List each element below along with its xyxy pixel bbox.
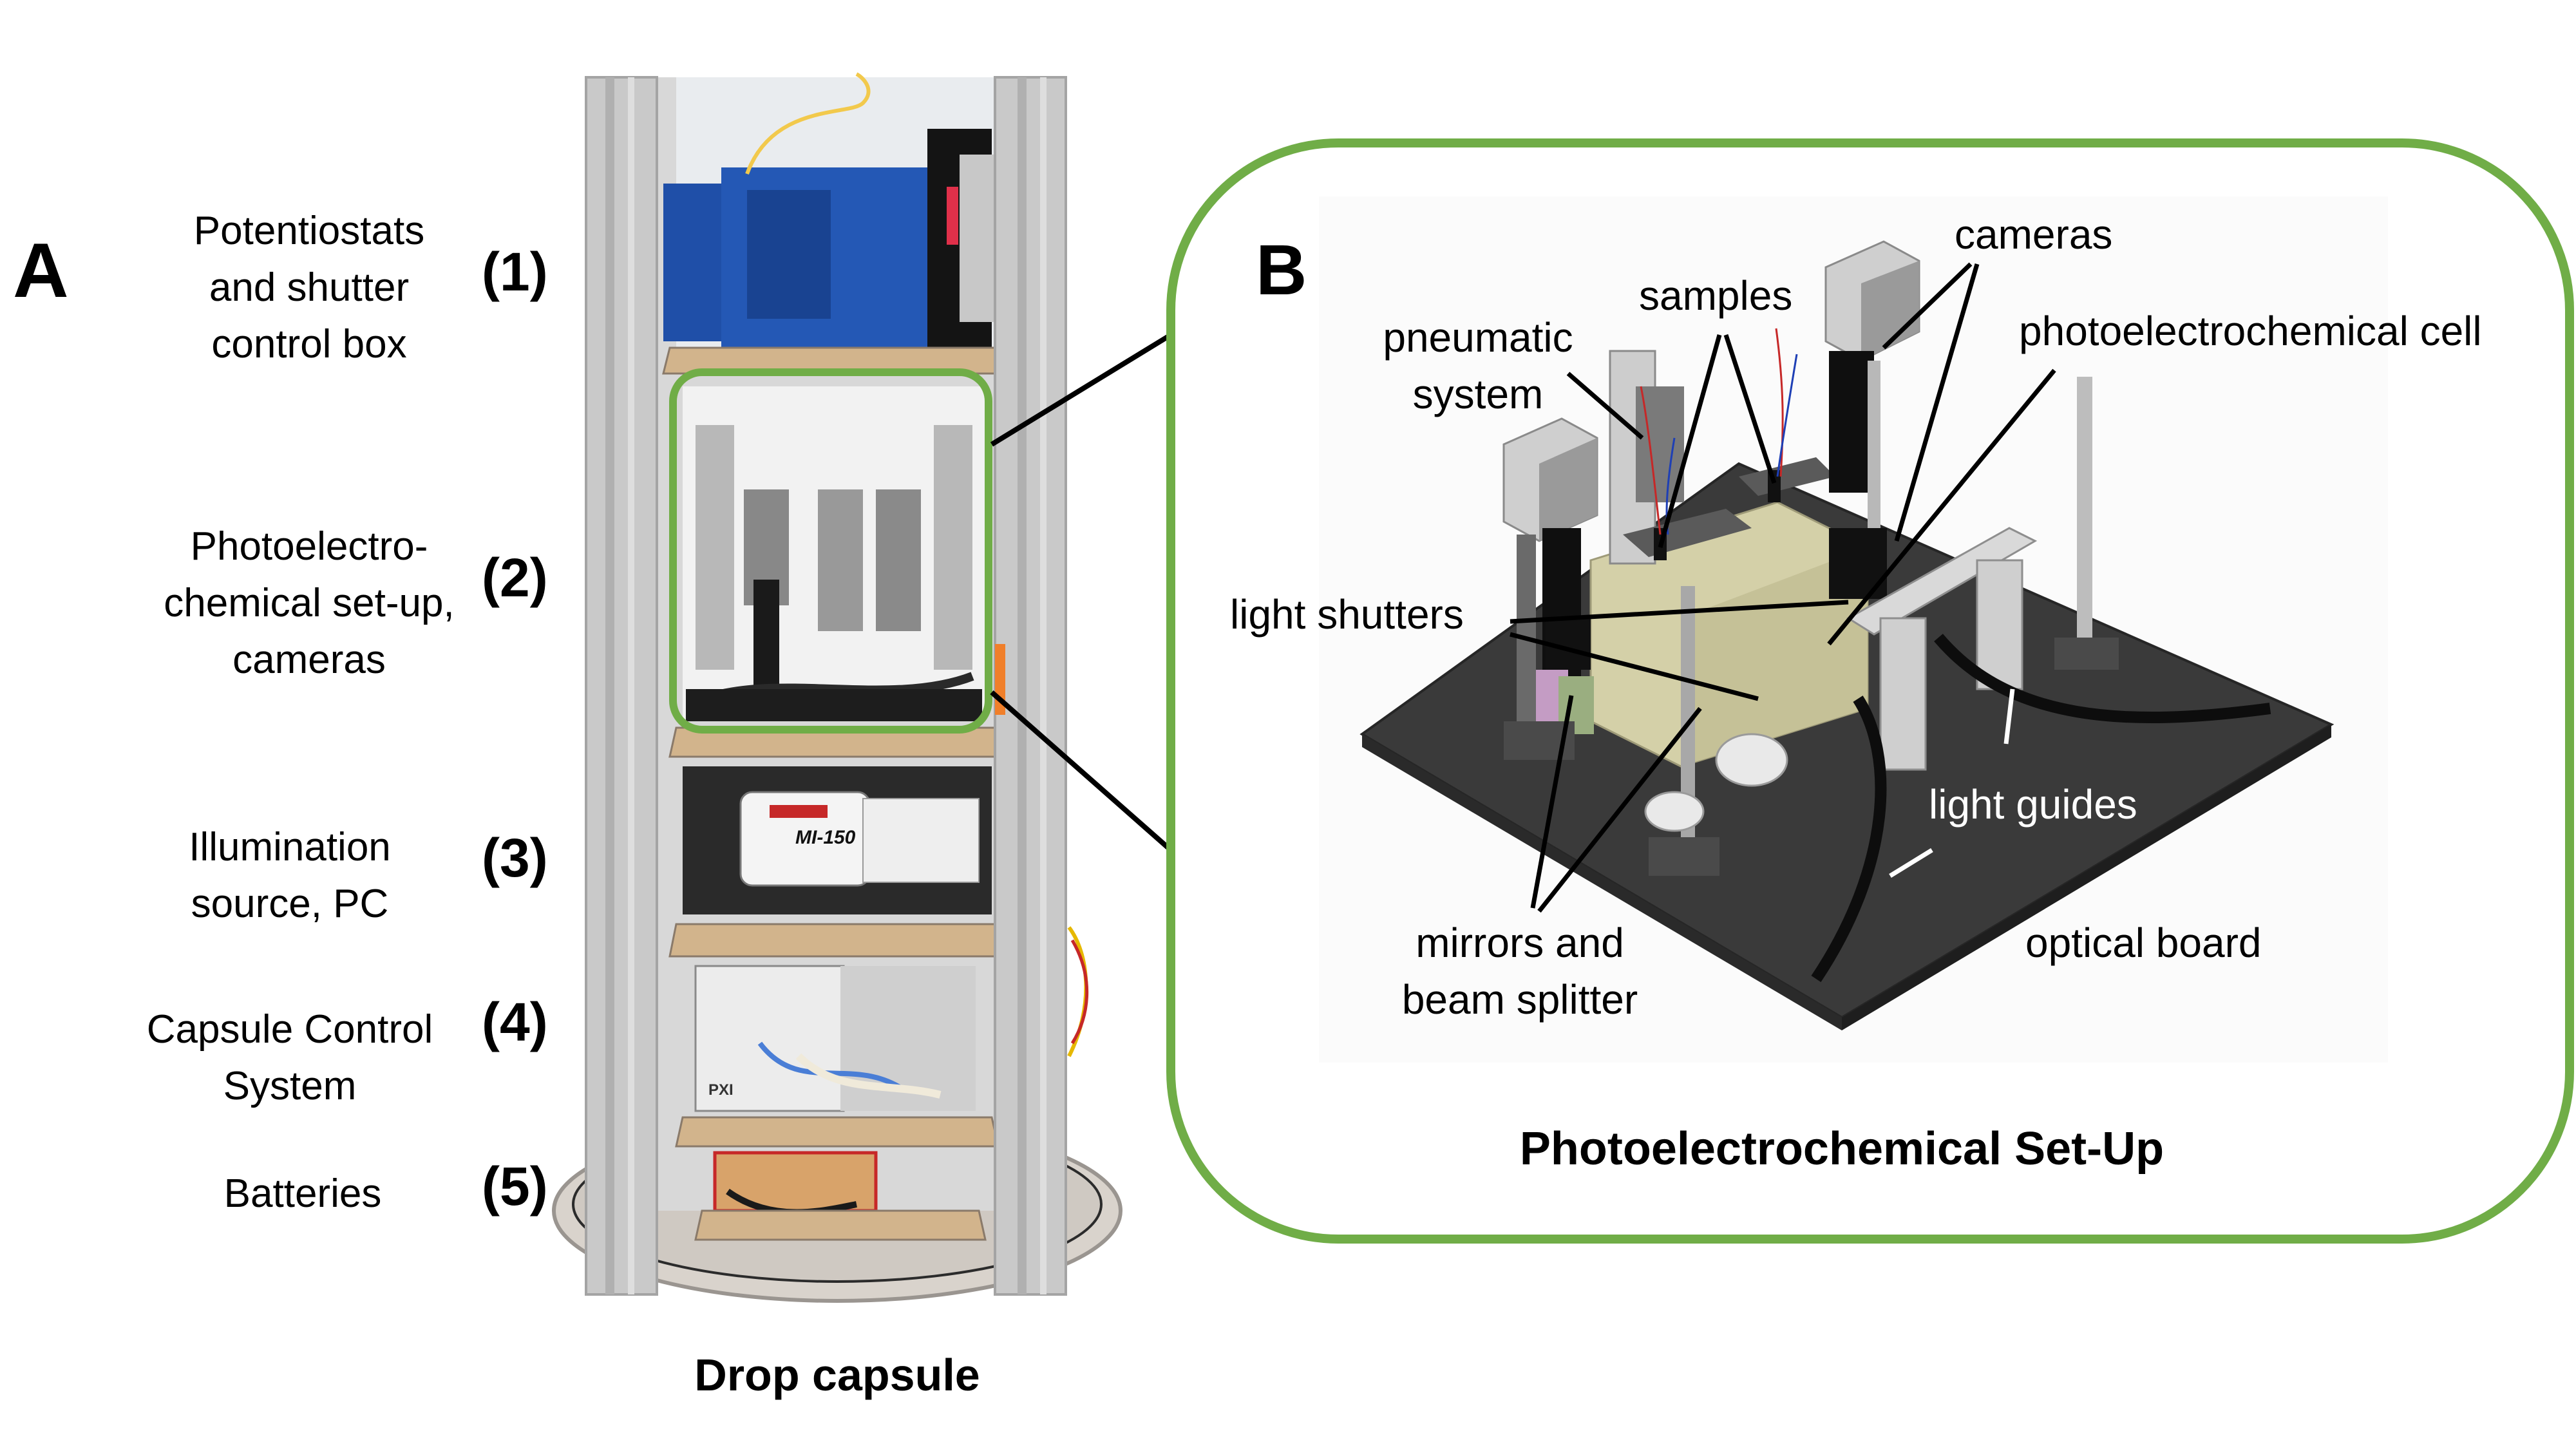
zoom-connector-top <box>990 332 1173 447</box>
callout-samples: samples <box>1639 272 1793 319</box>
callout-cameras: cameras <box>1955 211 2113 258</box>
leader-shutters <box>1510 600 1849 624</box>
callout-optical-board: optical board <box>2025 920 2262 966</box>
callout-light-shutters: light shutters <box>1230 591 1464 638</box>
label-line: chemical set-up, <box>164 581 455 625</box>
sample-holder <box>1739 457 1835 496</box>
label-line: System <box>223 1064 357 1108</box>
panel-a-caption: Drop capsule <box>694 1350 980 1400</box>
shelf-3 <box>668 923 1006 958</box>
camera-right-lens <box>1829 351 1874 493</box>
component-label-5: Batteries <box>103 1166 502 1222</box>
clamp <box>1715 733 1788 787</box>
component-number-4: (4) <box>482 992 548 1052</box>
panel-b-title: Photoelectrochemical Set-Up <box>1519 1123 2164 1175</box>
label-line: Capsule Control <box>146 1007 433 1052</box>
component-label-2: Photoelectro- chemical set-up, cameras <box>109 518 509 688</box>
component-label-1: Potentiostats and shutter control box <box>109 203 509 373</box>
leader-mirrors <box>1537 706 1702 913</box>
panel-a-letter: A <box>13 227 69 314</box>
callout-line: beam splitter <box>1401 976 1638 1023</box>
leader-pneumatic <box>1566 372 1644 440</box>
leader-light-guides <box>2003 688 2015 744</box>
label-line: Illumination <box>189 825 391 869</box>
leader-pec-cell <box>1827 368 2056 646</box>
component-label-4: Capsule Control System <box>90 1001 489 1115</box>
light-guide-holder <box>1846 527 2038 636</box>
leader-light-guides <box>1889 848 1933 878</box>
leader-shutters <box>1510 632 1759 701</box>
component-number-3: (3) <box>482 828 548 888</box>
component-number-5: (5) <box>482 1156 548 1217</box>
light-shutter-right <box>1829 528 1887 599</box>
label-line: Batteries <box>223 1171 382 1216</box>
leader-samples <box>1723 334 1777 484</box>
panel-b-letter: B <box>1256 231 1307 310</box>
light-guide-cable <box>1811 696 1887 982</box>
photo-text-pxi: PXI <box>708 1081 734 1099</box>
leader-mirrors <box>1530 695 1574 909</box>
label-line: Photoelectro- <box>190 524 428 569</box>
light-guide-cable <box>1934 634 2271 724</box>
capsule-control-pxi <box>694 965 845 1112</box>
aluminum-column-left <box>585 76 658 1296</box>
callout-mirrors-beam-splitter: mirrors and beam splitter <box>1372 914 1668 1028</box>
label-line: and shutter <box>209 265 410 310</box>
callout-line: mirrors and <box>1416 920 1624 966</box>
label-line: cameras <box>232 638 386 682</box>
shelf-5 <box>694 1209 987 1241</box>
callout-light-guides: light guides <box>1929 781 2137 828</box>
leader-cameras <box>1882 262 1973 350</box>
callout-pneumatic-system: pneumatic system <box>1368 309 1587 422</box>
aluminum-column-right <box>994 76 1067 1296</box>
component-label-3: Illumination source, PC <box>90 819 489 933</box>
component-number-2: (2) <box>482 547 548 608</box>
callout-line: pneumatic <box>1383 314 1573 361</box>
label-line: Potentiostats <box>193 209 425 253</box>
label-line: source, PC <box>191 882 389 926</box>
post <box>2077 377 2092 647</box>
setup-highlight-box <box>669 368 992 734</box>
callout-line: system <box>1412 371 1544 417</box>
component-number-1: (1) <box>482 242 548 302</box>
leader-samples <box>1658 334 1722 548</box>
callout-pec-cell: photoelectrochemical cell <box>2019 308 2482 354</box>
photo-text-mi150: MI-150 <box>795 827 856 848</box>
leader-cameras <box>1894 263 1980 542</box>
shelf-4 <box>675 1116 999 1148</box>
panel-b-frame <box>1166 138 2574 1244</box>
post <box>1517 535 1536 728</box>
zoom-connector-bottom <box>990 690 1173 853</box>
label-line: control box <box>211 322 407 366</box>
